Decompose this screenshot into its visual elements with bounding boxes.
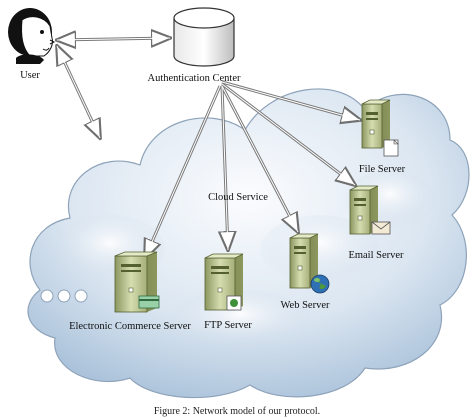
database-icon [173,7,235,67]
auth-center-label: Authentication Center [147,73,241,84]
cloud-service-label: Cloud Service [208,192,268,203]
figure-caption: Figure 2: Network model of our protocol. [154,406,320,417]
web-server-icon [289,233,319,289]
dots [40,289,88,303]
ftp-server-label: FTP Server [204,320,252,331]
ftp-server-icon [204,253,244,311]
user-icon [8,8,56,64]
web-server-label: Web Server [280,300,330,311]
ecommerce-server-label: Electronic Commerce Server [69,321,191,332]
globe-icon [310,274,330,294]
email-server-label: Email Server [348,250,404,261]
file-server-icon [361,99,399,157]
file-server-label: File Server [359,164,406,175]
user-label: User [20,70,40,81]
ecommerce-server-icon [114,251,160,313]
email-server-icon [349,185,391,235]
